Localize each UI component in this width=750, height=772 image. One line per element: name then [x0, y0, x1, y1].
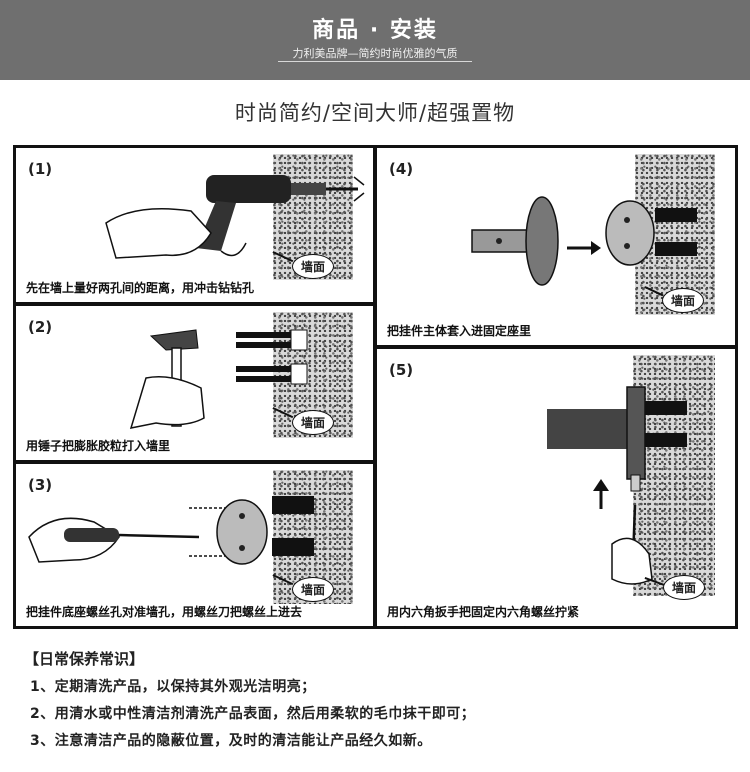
screwdriver-illustration: [28, 496, 314, 565]
drill-illustration: [105, 175, 365, 259]
step-2-panel: (2) 墙面 用锤子把膨胀胶粒打入墙里: [13, 303, 376, 463]
step-4-panel: (4) 墙面 把挂件主体套入进固定座里: [374, 145, 738, 348]
wall-label: 墙面: [292, 254, 335, 279]
step-4-caption: 把挂件主体套入进固定座里: [387, 324, 532, 338]
step-3-number: (3): [28, 476, 53, 494]
wall-label: 墙面: [663, 575, 706, 600]
step-3-panel: (3) 墙面 把挂件底座螺丝孔对准墙孔，用螺丝刀把螺丝上进去: [13, 461, 376, 629]
care-item: 1、定期清洗产品，以保持其外观光洁明亮；: [30, 679, 316, 695]
step-2-number: (2): [28, 318, 53, 336]
step-1-panel: (1) 墙面 先在墙上量好两孔间的距离，用冲击钻钻孔: [13, 145, 376, 305]
step-1-number: (1): [28, 160, 53, 178]
step-3-caption: 把挂件底座螺丝孔对准墙孔，用螺丝刀把螺丝上进去: [26, 605, 303, 619]
step-4-number: (4): [389, 160, 414, 178]
hex-key-illustration: [547, 386, 687, 585]
wall-label: 墙面: [292, 410, 335, 435]
header-banner: 商品 · 安装 力利美品牌—简约时尚优雅的气质: [0, 0, 750, 80]
assembly-illustration: [471, 196, 697, 286]
wall-label: 墙面: [292, 577, 335, 602]
header-divider: [278, 61, 472, 62]
step-5-panel: (5) 墙面 用内六角扳手把固定内六角螺丝拧紧: [374, 346, 738, 629]
step-1-caption: 先在墙上量好两孔间的距离，用冲击钻钻孔: [26, 281, 255, 295]
wall-label: 墙面: [662, 288, 705, 313]
care-item: 3、注意清洁产品的隐蔽位置，及时的清洁能让产品经久如新。: [30, 733, 432, 749]
page-title: 商品 · 安装: [312, 18, 438, 43]
slogan: 时尚简约/空间大师/超强置物: [234, 101, 516, 125]
page-subtitle: 力利美品牌—简约时尚优雅的气质: [292, 47, 458, 60]
care-title: 【日常保养常识】: [24, 650, 145, 668]
step-5-number: (5): [389, 361, 414, 379]
care-item: 2、用清水或中性清洁剂清洗产品表面，然后用柔软的毛巾抹干即可；: [30, 706, 476, 722]
hammer-illustration: [129, 329, 308, 429]
step-5-caption: 用内六角扳手把固定内六角螺丝拧紧: [387, 605, 580, 619]
step-2-caption: 用锤子把膨胀胶粒打入墙里: [26, 439, 171, 453]
